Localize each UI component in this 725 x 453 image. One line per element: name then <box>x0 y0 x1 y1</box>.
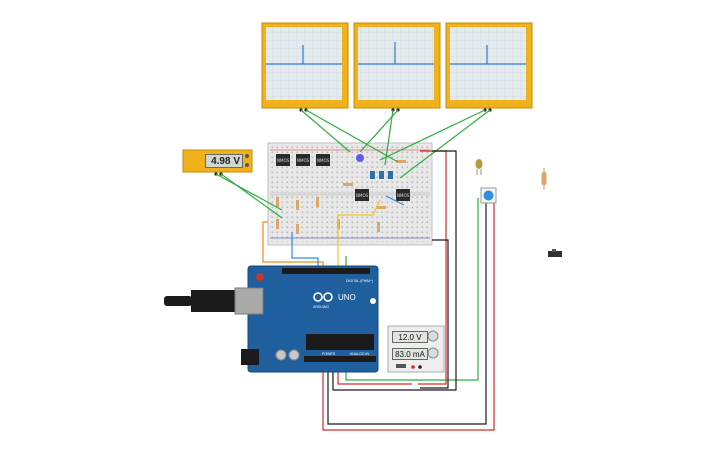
usb-port <box>234 287 264 315</box>
arduino-logo-icon <box>313 292 333 302</box>
digital-header <box>282 268 370 274</box>
loose-led[interactable] <box>475 159 483 175</box>
svg-text:NMOS: NMOS <box>297 158 310 163</box>
atmega-chip <box>306 334 374 350</box>
wires-other[interactable] <box>262 150 495 431</box>
nmos-chip-3[interactable]: NMOS <box>316 154 330 166</box>
nmos-chip-1[interactable]: NMOS <box>276 154 290 166</box>
power-label: POWER <box>322 352 336 356</box>
digital-label: DIGITAL (PWM~) <box>346 279 373 283</box>
wires-green[interactable] <box>215 109 491 381</box>
psu-current-display: 83.0 mA <box>392 348 428 360</box>
analog-label: ANALOG IN <box>350 352 370 356</box>
psu-voltage-display: 12.0 V <box>392 331 428 343</box>
capacitors[interactable] <box>370 171 393 179</box>
nmos-chip-5[interactable]: NMOS <box>396 189 410 201</box>
arduino-uno[interactable]: UNO ARDUINO DIGITAL (PWM~) POWER ANALOG … <box>164 265 379 373</box>
arduino-brand: ARDUINO <box>313 305 329 309</box>
svg-text:NMOS: NMOS <box>277 158 290 163</box>
power-switch[interactable] <box>396 364 406 368</box>
nmos-chip-4[interactable]: NMOS <box>355 189 369 201</box>
multimeter-display: 4.98 V <box>205 154 243 168</box>
analog-header <box>304 356 376 362</box>
potentiometer[interactable] <box>480 187 497 204</box>
nmos-chip-2[interactable]: NMOS <box>296 154 310 166</box>
blue-led[interactable] <box>356 154 364 162</box>
uno-logo: UNO <box>338 293 356 302</box>
svg-text:NMOS: NMOS <box>317 158 330 163</box>
loose-resistor[interactable] <box>541 168 547 190</box>
svg-text:NMOS: NMOS <box>356 193 369 198</box>
svg-text:NMOS: NMOS <box>397 193 410 198</box>
slide-switch[interactable] <box>548 249 562 257</box>
oscilloscope-1[interactable] <box>261 22 349 112</box>
voltage-knob[interactable] <box>427 330 439 342</box>
oscilloscope-2[interactable] <box>353 22 441 112</box>
power-jack <box>241 349 259 365</box>
usb-cable[interactable] <box>191 290 235 312</box>
reset-button[interactable] <box>256 273 264 281</box>
current-knob[interactable] <box>427 347 439 359</box>
oscilloscope-3[interactable] <box>445 22 533 112</box>
